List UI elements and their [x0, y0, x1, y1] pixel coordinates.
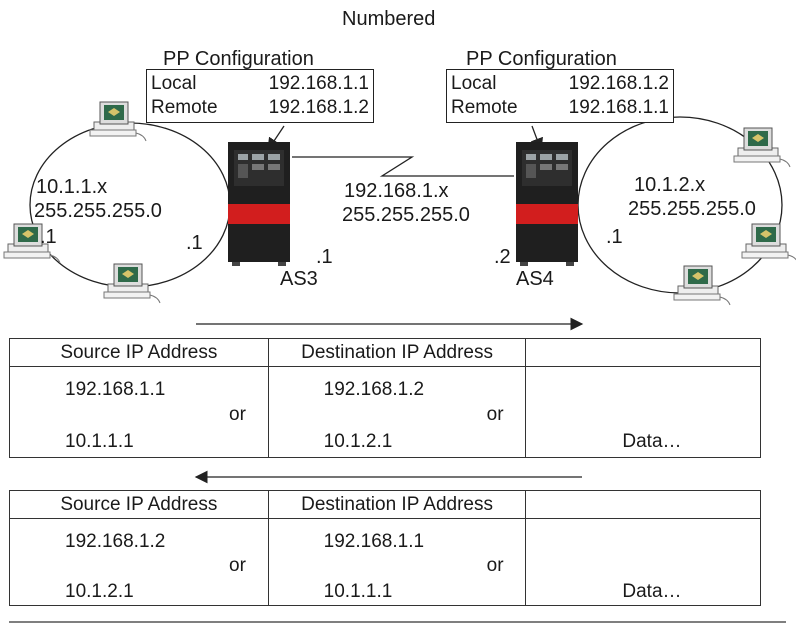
as4-name: AS4 [516, 268, 554, 290]
as3-config-title: PP Configuration [163, 48, 314, 70]
source-ip-header: Source IP Address [9, 338, 269, 367]
as3-pp-if: .1 [316, 246, 333, 268]
as4-pp-if: .2 [494, 246, 511, 268]
as4-remote-value: 192.168.1.1 [568, 97, 669, 118]
as4-lan-net: 10.1.2.x [634, 174, 706, 196]
destination-ip-primary: 192.168.1.1 [323, 531, 425, 552]
workstation-icon [103, 263, 161, 304]
packet-table-return: Source IP Address Destination IP Address… [9, 490, 761, 606]
pp-link-mask: 255.255.255.0 [342, 204, 470, 226]
source-ip-or: or [229, 555, 246, 576]
as3-lan-net: 10.1.1.x [36, 176, 108, 198]
workstation-icon [733, 127, 791, 168]
source-ip-cell: 192.168.1.1 or 10.1.1.1 [9, 366, 269, 458]
destination-ip-or: or [486, 404, 504, 425]
as3-lan-if: .1 [186, 232, 203, 254]
as4-config-box: Local 192.168.1.2 Remote 192.168.1.1 [446, 69, 674, 123]
as3-name: AS3 [280, 268, 318, 290]
data-header [525, 490, 761, 519]
source-ip-header: Source IP Address [9, 490, 269, 519]
as3-server-icon [228, 142, 290, 266]
as3-local-value: 192.168.1.1 [268, 73, 369, 94]
data-label: Data… [622, 581, 682, 602]
as4-lan-mask: 255.255.255.0 [628, 198, 756, 220]
destination-ip-cell: 192.168.1.1 or 10.1.1.1 [267, 518, 527, 606]
as3-lan-mask: 255.255.255.0 [34, 200, 162, 222]
data-cell: Data… [525, 366, 761, 458]
as4-remote-label: Remote [451, 97, 518, 118]
as3-remote-label: Remote [151, 97, 218, 118]
data-header [525, 338, 761, 367]
workstation-icon [741, 223, 796, 264]
destination-ip-primary: 192.168.1.2 [323, 379, 425, 400]
workstation-icon [89, 101, 147, 142]
as4-local-label: Local [451, 73, 497, 94]
as4-local-value: 192.168.1.2 [568, 73, 669, 94]
source-ip-primary: 192.168.1.1 [65, 379, 166, 400]
pp-link-line [292, 156, 514, 177]
source-ip-alt: 10.1.1.1 [65, 431, 134, 452]
destination-ip-alt: 10.1.1.1 [323, 581, 393, 602]
source-ip-or: or [229, 404, 246, 425]
data-label: Data… [622, 431, 682, 452]
as3-local-label: Local [151, 73, 197, 94]
destination-ip-alt: 10.1.2.1 [323, 431, 393, 452]
data-cell: Data… [525, 518, 761, 606]
as3-remote-value: 192.168.1.2 [268, 97, 369, 118]
destination-ip-header: Destination IP Address [267, 338, 527, 367]
as4-config-title: PP Configuration [466, 48, 617, 70]
source-ip-cell: 192.168.1.2 or 10.1.2.1 [9, 518, 269, 606]
destination-ip-cell: 192.168.1.2 or 10.1.2.1 [267, 366, 527, 458]
as4-server-icon [516, 142, 578, 266]
as3-config-box: Local 192.168.1.1 Remote 192.168.1.2 [146, 69, 374, 123]
as4-lan-if: .1 [606, 226, 623, 248]
pp-link-net: 192.168.1.x [344, 180, 449, 202]
destination-ip-or: or [486, 555, 504, 576]
packet-table-outbound: Source IP Address Destination IP Address… [9, 338, 761, 458]
source-ip-primary: 192.168.1.2 [65, 531, 166, 552]
destination-ip-header: Destination IP Address [267, 490, 527, 519]
source-ip-alt: 10.1.2.1 [65, 581, 134, 602]
diagram-title: Numbered [342, 8, 436, 30]
as3-pc-if: .1 [40, 226, 57, 248]
